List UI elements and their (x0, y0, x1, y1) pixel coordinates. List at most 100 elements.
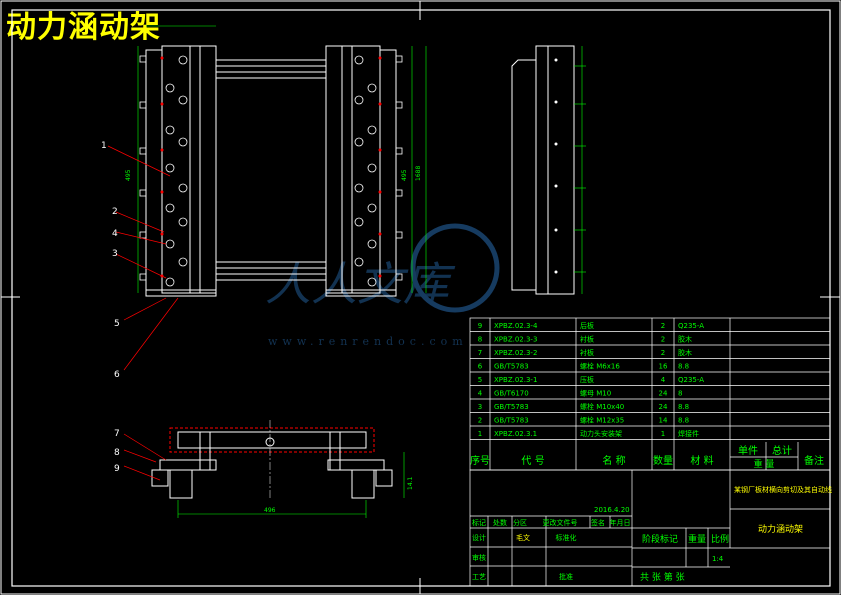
bom-cell-no: 6 (478, 363, 483, 371)
top-view (151, 427, 393, 499)
bom-cell-material: Q235-A (678, 322, 704, 330)
title-block-row-label: 分区 (513, 518, 527, 527)
bom-cell-no: 7 (478, 349, 482, 357)
bom-cell-qty: 24 (659, 403, 668, 411)
title-block-row-label: 更改文件号 (543, 518, 578, 527)
title-block-role: 审核 (472, 553, 486, 562)
part-label-1: 1 (101, 141, 107, 151)
dim-height-right-a: 495 (401, 169, 408, 181)
bom-cell-code: XPBZ.02.3.1 (494, 430, 537, 438)
stage-label: 阶段标记 (642, 533, 678, 545)
company-name: 某钢厂板材横向剪切及其自动线 (734, 485, 832, 494)
bom-cell-material: 焊接件 (678, 429, 699, 438)
bom-header-cell: 材 料 (690, 454, 713, 467)
bom-cell-no: 2 (478, 417, 482, 425)
part-label-6: 6 (114, 370, 120, 380)
bom-cell-name: 动力头安装架 (580, 429, 622, 438)
part-label-7: 7 (114, 429, 120, 439)
bom-cell-name: 衬板 (580, 348, 594, 357)
bom-cell-material: 胶木 (678, 348, 692, 357)
part-label-9: 9 (114, 464, 120, 474)
scale-value: 1:4 (712, 555, 724, 563)
title-block-row-label: 签名 (591, 518, 605, 527)
drawing-title: 动力涵动架 (6, 10, 161, 45)
dim-bottom-width: 496 (264, 507, 276, 514)
bom-cell-code: XPBZ.02.3-4 (494, 322, 538, 330)
dim-bottom-height: 14.1 (407, 476, 414, 490)
bom-header-cell: 数量 (653, 454, 673, 467)
dim-height-left: 495 (125, 169, 132, 181)
dim-height-right-b: 1688 (415, 166, 422, 181)
part-label-4: 4 (112, 229, 118, 239)
bom-cell-qty: 14 (659, 417, 668, 425)
title-block (469, 469, 831, 587)
sheets-label: 共 张 第 张 (640, 571, 685, 583)
bom-cell-code: GB/T5783 (494, 363, 529, 371)
bom-header-weight: 重 量 (754, 458, 775, 470)
bom-cell-no: 3 (478, 403, 482, 411)
front-view-dimensions (137, 25, 427, 293)
leader-lines (107, 145, 179, 481)
bom-table (469, 317, 831, 471)
bom-cell-code: XPBZ.02.3-2 (494, 349, 537, 357)
inner-frame (11, 9, 831, 587)
bom-header-cell: 序号 (470, 454, 490, 467)
bom-cell-code: XPBZ.02.3-1 (494, 376, 537, 384)
bom-cell-material: Q235-A (678, 376, 704, 384)
bom-header-cell: 总计 (772, 444, 792, 457)
bom-cell-name: 螺栓 M12x35 (580, 416, 624, 425)
bom-cell-name: 后板 (580, 321, 594, 330)
watermark: 人人文库 www.renrendoc.com (265, 223, 500, 348)
part-label-2: 2 (112, 207, 118, 217)
side-view (511, 45, 575, 295)
bom-cell-qty: 2 (661, 336, 665, 344)
bom-header-cell: 名 称 (602, 454, 625, 467)
bom-cell-name: 压板 (580, 375, 594, 384)
bom-cell-qty: 16 (659, 363, 668, 371)
title-block-role: 标准化 (556, 533, 577, 542)
bom-cell-no: 1 (478, 430, 482, 438)
bom-cell-code: GB/T6170 (494, 390, 529, 398)
bom-cell-material: 8.8 (678, 417, 689, 425)
bom-cell-name: 螺栓 M10x40 (580, 402, 624, 411)
bom-cell-name: 螺栓 M6x16 (580, 362, 620, 371)
front-view (145, 45, 397, 297)
designer-name: 毛文 (516, 533, 530, 542)
scale-label: 比例 (711, 533, 729, 545)
drawing-date: 2016.4.20 (594, 506, 630, 514)
bom-cell-no: 9 (478, 322, 482, 330)
front-view-bolts (139, 55, 403, 287)
bom-cell-material: 8 (678, 390, 682, 398)
bom-header-cell: 单件 (738, 445, 758, 457)
bom-cell-no: 8 (478, 336, 482, 344)
title-block-row-label: 处数 (493, 518, 507, 527)
part-label-5: 5 (114, 319, 120, 329)
bom-cell-no: 5 (478, 376, 482, 384)
bom-cell-no: 4 (478, 390, 483, 398)
title-block-row-label: 标记 (472, 518, 486, 527)
bom-cell-code: GB/T5783 (494, 417, 529, 425)
bom-cell-qty: 2 (661, 349, 665, 357)
bom-cell-qty: 1 (661, 430, 665, 438)
bom-header-cell: 代 号 (521, 455, 544, 467)
bom-cell-material: 8.8 (678, 403, 689, 411)
bom-cell-code: GB/T5783 (494, 403, 529, 411)
watermark-text: 人人文库 (265, 257, 456, 311)
title-block-role: 批准 (559, 572, 573, 581)
weight-label: 重量 (688, 533, 706, 545)
drawing-name: 动力涵动架 (758, 523, 803, 535)
bom-cell-qty: 2 (661, 322, 665, 330)
title-block-role: 设计 (472, 533, 486, 542)
top-view-dimensions (177, 452, 405, 518)
bom-header-cell: 备注 (804, 454, 824, 467)
bom-cell-code: XPBZ.02.3-3 (494, 336, 537, 344)
part-label-3: 3 (112, 249, 118, 259)
title-block-row-label: 年月日 (610, 518, 631, 527)
bom-cell-qty: 4 (661, 376, 666, 384)
watermark-url: www.renrendoc.com (268, 335, 468, 348)
bom-cell-material: 胶木 (678, 335, 692, 344)
bom-cell-name: 螺母 M10 (580, 389, 611, 398)
bom-cell-material: 8.8 (678, 363, 689, 371)
